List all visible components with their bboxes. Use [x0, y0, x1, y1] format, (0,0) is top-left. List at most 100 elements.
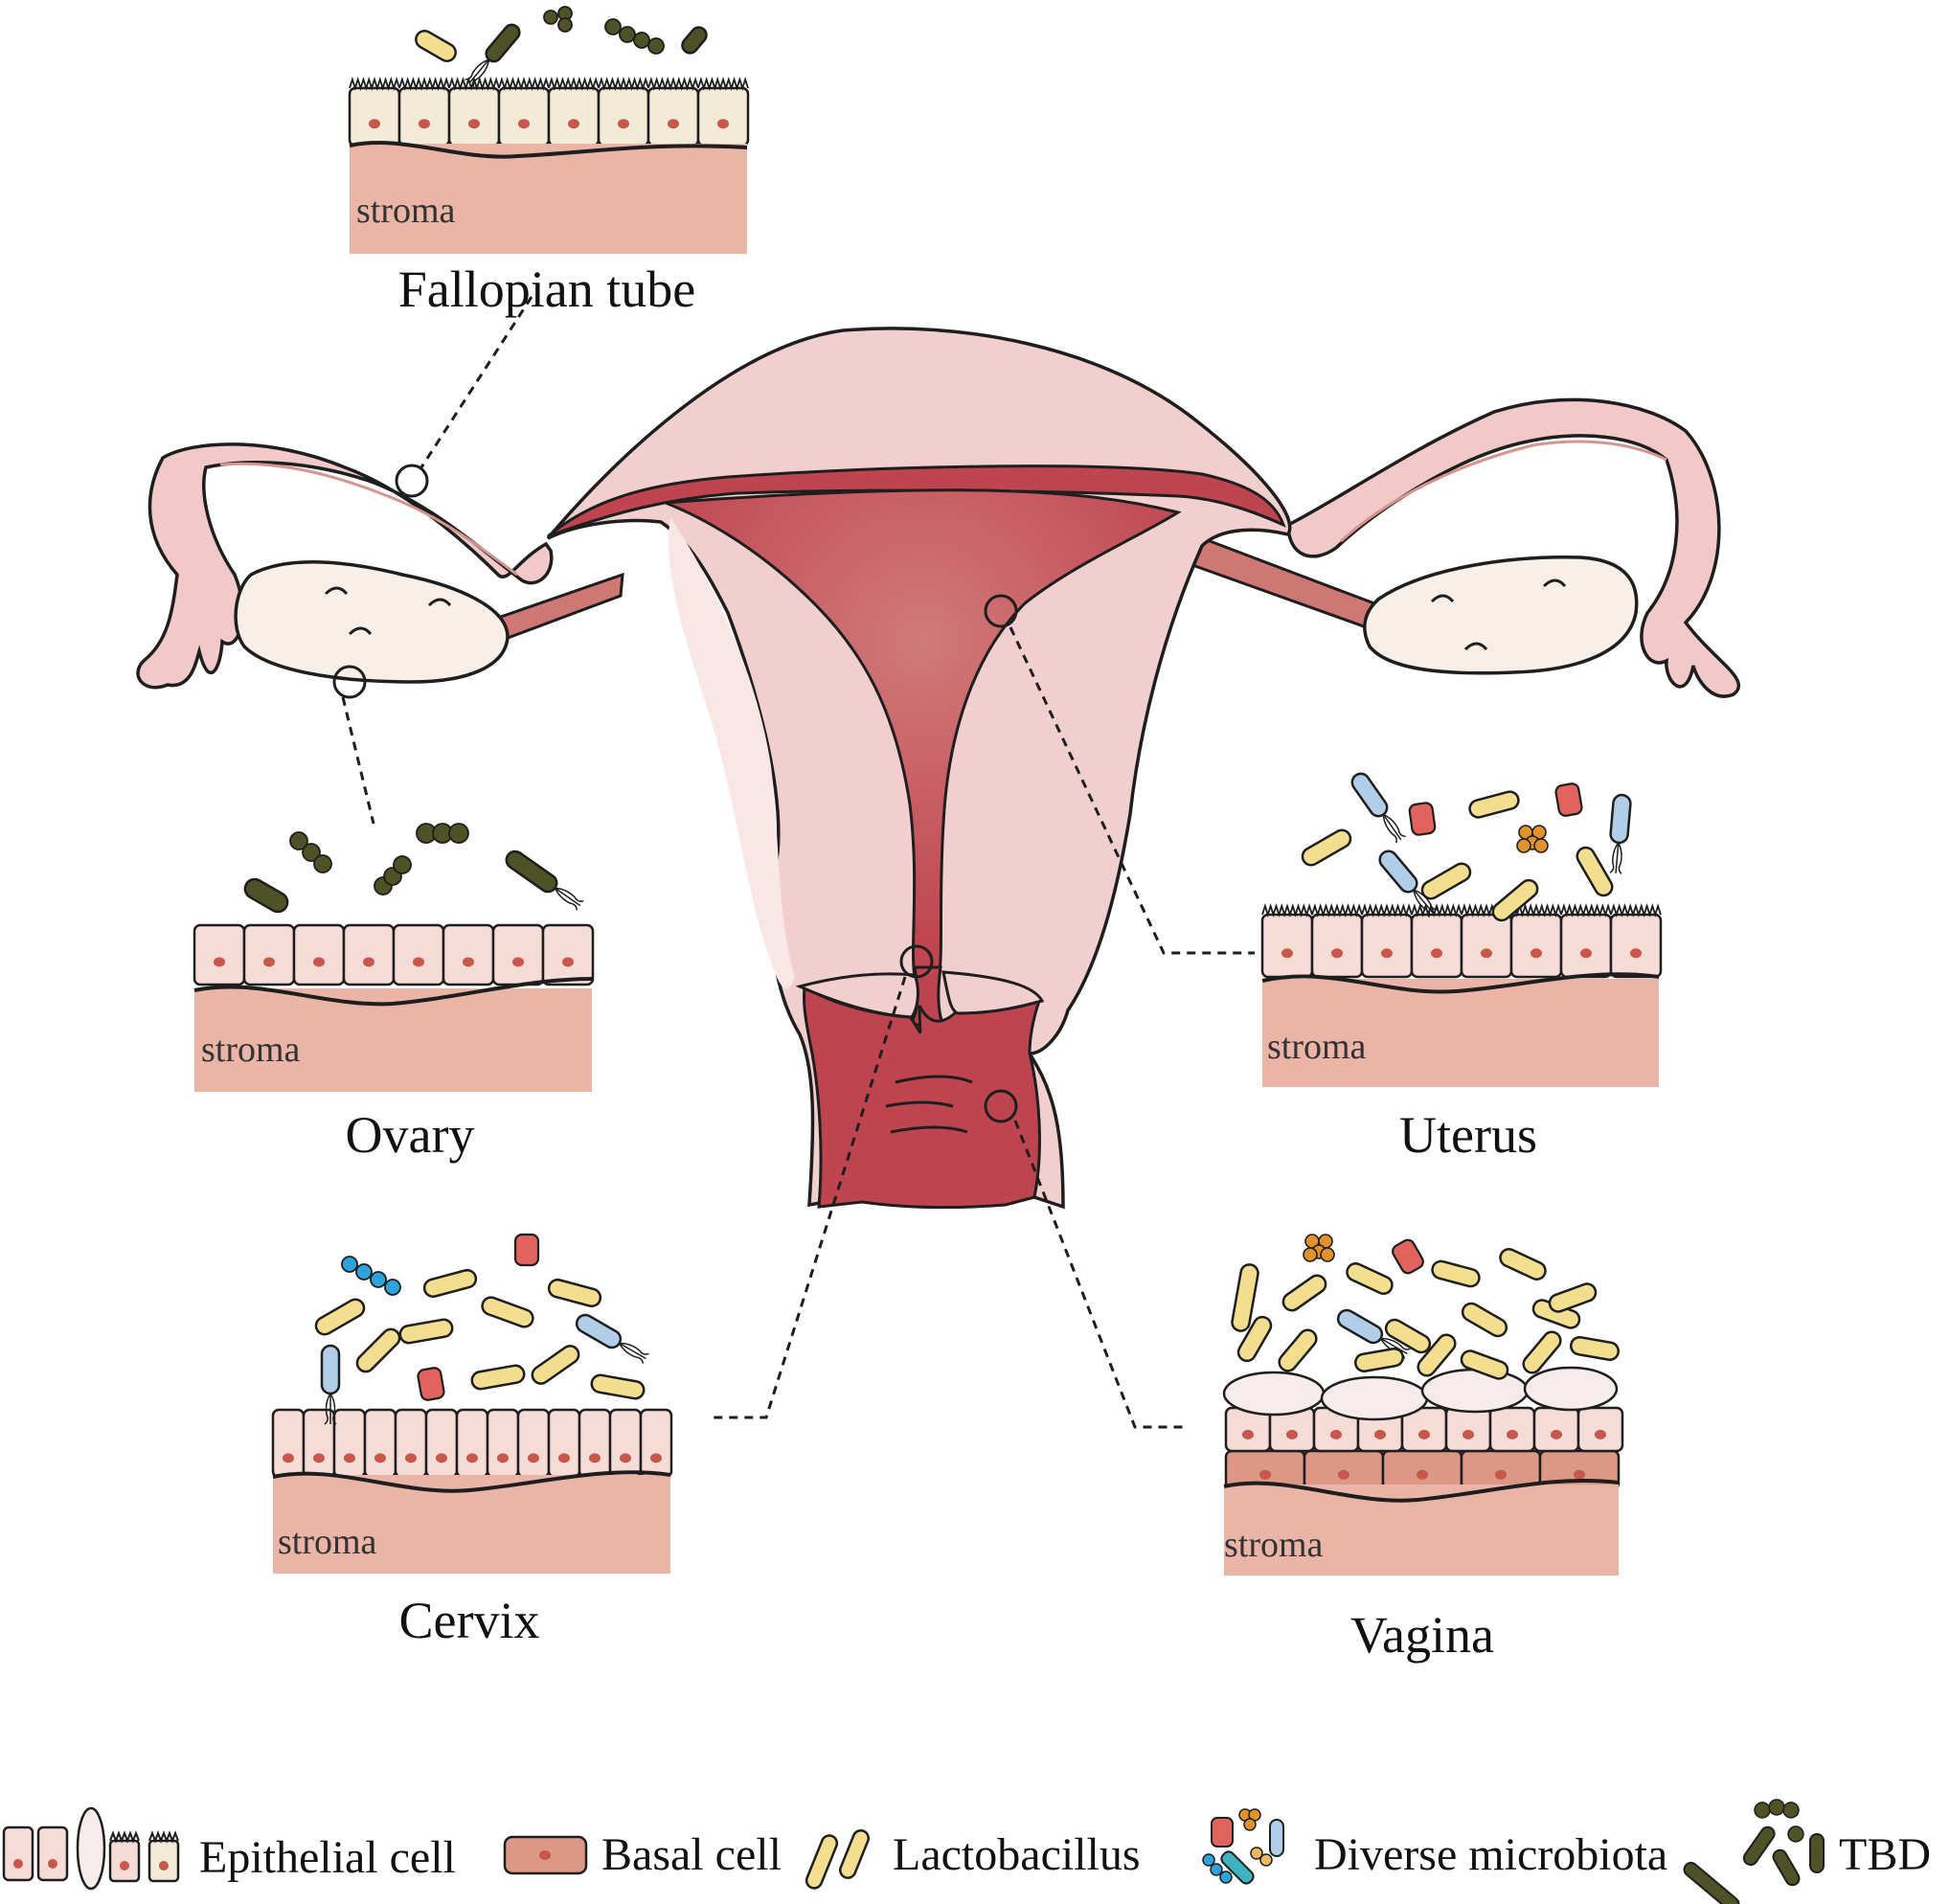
epithelial-cell: [392, 923, 445, 986]
coccus-cluster: [1320, 1247, 1335, 1262]
epithelial-cell: [1444, 1406, 1492, 1453]
microvilli: [1261, 903, 1313, 918]
epithelial-cell: [541, 923, 595, 986]
epithelial-cell: [1488, 1406, 1536, 1453]
cell-nucleus: [1507, 1429, 1518, 1439]
streptococcus-chain: [384, 1279, 401, 1296]
tbd-chain: [619, 26, 636, 43]
epithelial-cell: [447, 86, 501, 147]
zoom-circle-cervix: [899, 944, 934, 979]
vagina-title: Vagina: [1350, 1606, 1494, 1664]
cell-nucleus: [466, 1453, 478, 1463]
cell-nucleus: [1431, 948, 1442, 959]
uterus-title: Uterus: [1399, 1106, 1537, 1164]
red-coccobacillus: [417, 1367, 445, 1401]
ovary-stroma-label: stroma: [201, 1030, 301, 1070]
epithelial-cell: [1260, 913, 1314, 979]
microvilli: [1311, 903, 1363, 918]
flagellated-rod-bacterium: [1336, 1308, 1384, 1345]
epithelial-cell: [1576, 1406, 1624, 1453]
microvilli: [647, 77, 699, 91]
epithelial-cell: [363, 1408, 397, 1479]
lactobacillus: [1236, 1315, 1273, 1363]
epithelial-cell: [1310, 913, 1364, 979]
cell-nucleus: [1462, 1429, 1474, 1439]
red-coccobacillus: [1392, 1238, 1424, 1275]
uterus-anatomy: [136, 296, 1741, 1429]
cell-nucleus: [1417, 1469, 1428, 1480]
microvilli: [1361, 903, 1413, 918]
ovary-title: Ovary: [346, 1106, 475, 1164]
uterine-fundus-fold: [547, 465, 1286, 538]
lactobacillus: [355, 1327, 401, 1373]
cell-nucleus: [344, 1453, 355, 1463]
tbd-chain: [633, 32, 650, 49]
flagella: [465, 58, 490, 87]
flagellated-rod-bacterium: [1350, 772, 1389, 818]
flagellated-rod-bacterium: [1609, 793, 1632, 845]
epithelial-cell: [547, 1408, 581, 1479]
microvilli: [498, 77, 550, 91]
cell-nucleus: [374, 1453, 386, 1463]
lactobacillus: [1431, 1259, 1481, 1288]
lactobacillus: [547, 1278, 602, 1308]
flagella: [1382, 813, 1406, 844]
left-ovarian-ligament: [496, 572, 624, 643]
tbd-chain: [289, 831, 308, 850]
lactobacillus: [1522, 1330, 1562, 1374]
cell-nucleus: [369, 119, 380, 129]
microvilli: [548, 77, 600, 91]
right-ovarian-ligament: [1190, 533, 1381, 633]
tbd-coccus: [543, 10, 558, 25]
cell-nucleus: [405, 1453, 417, 1463]
zoom-circle-ovary: [332, 665, 367, 699]
lactobacillus: [470, 1364, 526, 1391]
leader-lines: [341, 296, 1255, 1429]
epithelial-cell: [578, 1408, 612, 1479]
microvilli: [448, 77, 500, 91]
legend-tbd-label: TBD: [1839, 1829, 1931, 1880]
tbd-rod: [243, 877, 289, 914]
tbd-chain: [313, 854, 332, 873]
lactobacillus: [531, 1345, 580, 1385]
cell-nucleus: [419, 119, 430, 129]
epithelial-cell: [348, 86, 401, 147]
cell-nucleus: [1381, 948, 1393, 959]
lactobacillus: [1346, 1261, 1394, 1296]
tbd-chain: [448, 823, 469, 844]
cell-nucleus: [1286, 1429, 1298, 1439]
lactobacillus: [481, 1296, 534, 1328]
legend: Epithelial cell Basal cell Lactobacillus…: [2, 1799, 1931, 1904]
tbd-chain: [604, 18, 622, 35]
legend-tbd-bacteria-icon: [1683, 1799, 1825, 1904]
flagella: [618, 1342, 649, 1364]
tbd-chain: [647, 37, 665, 55]
lactobacillus: [314, 1298, 366, 1336]
epithelial-cell: [646, 86, 700, 147]
panel-ovary: stroma Ovary: [193, 823, 595, 1164]
legend-epithelial-label: Epithelial cell: [199, 1832, 456, 1883]
cell-nucleus: [1281, 948, 1293, 959]
lactobacillus: [1384, 1318, 1432, 1354]
left-fallopian-tube: [136, 442, 554, 690]
tbd-chain: [302, 843, 321, 862]
legend-basal-label: Basal cell: [601, 1829, 782, 1880]
cell-nucleus: [413, 957, 424, 967]
panel-cervix: stroma Cervix: [271, 1233, 673, 1649]
epithelial-cell: [1532, 1406, 1580, 1453]
right-tube-inner: [1339, 440, 1667, 543]
lactobacillus: [1468, 790, 1520, 819]
cell-nucleus: [650, 1453, 662, 1463]
cell-nucleus: [1374, 1429, 1386, 1439]
cell-nucleus: [717, 119, 729, 129]
epithelial-cell: [292, 923, 346, 986]
lactobacillus: [1460, 1349, 1509, 1380]
lactobacillus: [422, 1268, 478, 1299]
epithelial-cell: [547, 86, 601, 147]
cell-nucleus: [497, 1453, 509, 1463]
cell-nucleus: [263, 957, 275, 967]
lactobacillus: [1281, 1274, 1327, 1312]
cell-nucleus: [1242, 1429, 1254, 1439]
left-ovary: [234, 560, 510, 684]
panel-fallopian-tube: stroma Fallopian tube: [348, 6, 750, 318]
